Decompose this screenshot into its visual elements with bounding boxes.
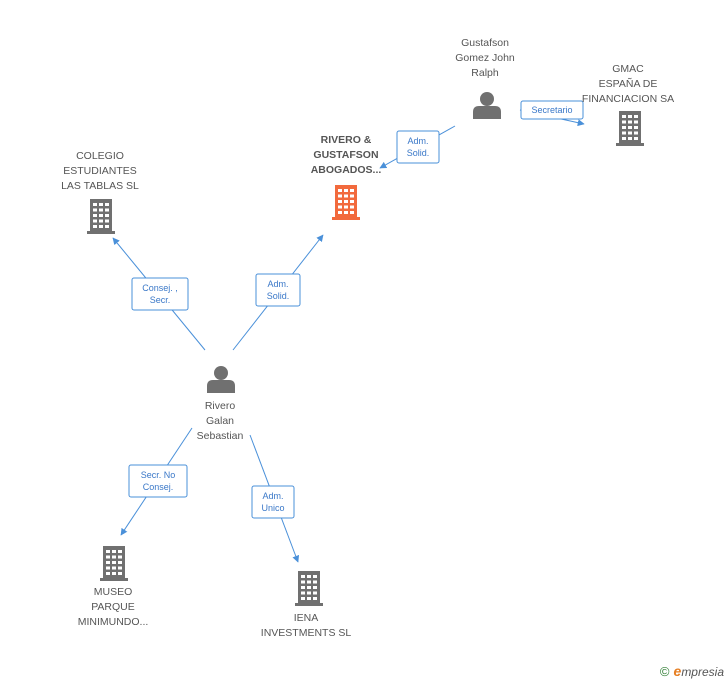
edge-label-text: Adm.: [407, 136, 428, 146]
building-icon[interactable]: [295, 571, 323, 606]
building-icon[interactable]: [87, 199, 115, 234]
edge-label-text: Solid.: [267, 291, 290, 301]
person-icon[interactable]: [473, 92, 501, 119]
node-label: Galan: [206, 415, 234, 427]
node-label: Gomez John: [455, 52, 515, 64]
brand-name: mpresia: [681, 665, 724, 679]
edge-e4: Adm. Solid.: [232, 234, 324, 351]
edge-e6: Adm. Unico: [249, 434, 300, 563]
edge-e3: Consej. , Secr.: [112, 237, 206, 351]
node-label: MINIMUNDO...: [78, 616, 149, 628]
edge-e2: Secretario: [519, 100, 585, 127]
edge-label-text: Secr.: [150, 295, 171, 305]
node-label: Gustafson: [461, 37, 509, 49]
node-label: FINANCIACION SA: [582, 93, 674, 105]
node-label: MUSEO: [94, 586, 133, 598]
node-gmac[interactable]: GMAC ESPAÑA DE FINANCIACION SA: [582, 63, 674, 146]
node-label: Ralph: [471, 67, 499, 79]
edge-label-box[interactable]: [255, 273, 301, 307]
node-label: GUSTAFSON: [313, 149, 378, 161]
edge-label-box[interactable]: [520, 100, 584, 120]
edge-label-text: Consej.: [143, 482, 174, 492]
building-icon[interactable]: [100, 546, 128, 581]
edge-label-box[interactable]: [128, 464, 188, 498]
edge-label-text: Secretario: [531, 105, 572, 115]
node-iena[interactable]: IENA INVESTMENTS SL: [261, 571, 352, 639]
brand-first-letter: e: [673, 663, 682, 679]
nodes-layer: RIVERO & GUSTAFSON ABOGADOS... GustafsonGom…: [61, 37, 674, 639]
node-colegio[interactable]: COLEGIO ESTUDIANTES LAS TABLAS SL: [61, 150, 139, 234]
edge-label-text: Solid.: [407, 148, 430, 158]
node-label: ESPAÑA DE: [599, 77, 658, 90]
edge-e1: Adm. Solid.: [379, 125, 456, 169]
edge-label-text: Consej. ,: [142, 283, 178, 293]
person-icon[interactable]: [207, 366, 235, 393]
node-label: ESTUDIANTES: [63, 165, 137, 177]
node-label: ABOGADOS...: [311, 164, 382, 176]
node-museo[interactable]: MUSEO PARQUE MINIMUNDO...: [78, 546, 149, 628]
node-label: Sebastian: [197, 430, 244, 442]
node-label: GMAC: [612, 63, 644, 75]
edge-label-box[interactable]: [396, 130, 440, 164]
brand-logo: © empresia: [660, 663, 724, 679]
building-icon[interactable]: [332, 185, 360, 220]
edge-e5: Secr. No Consej.: [120, 427, 193, 536]
node-rivero_gustafson[interactable]: RIVERO & GUSTAFSON ABOGADOS...: [311, 134, 382, 220]
node-label: LAS TABLAS SL: [61, 180, 139, 192]
node-label: PARQUE: [91, 601, 135, 613]
copyright-symbol: ©: [659, 663, 670, 679]
edge-label-box[interactable]: [251, 485, 295, 519]
edge-label-text: Adm.: [262, 491, 283, 501]
node-label: IENA: [294, 612, 319, 624]
node-label: INVESTMENTS SL: [261, 627, 352, 639]
node-label: COLEGIO: [76, 150, 124, 162]
node-label: RIVERO &: [321, 134, 372, 146]
node-label: Rivero: [205, 400, 236, 412]
edge-label-text: Unico: [261, 503, 284, 513]
building-icon[interactable]: [616, 111, 644, 146]
edge-label-text: Secr. No: [141, 470, 176, 480]
edge-label-box[interactable]: [131, 277, 189, 311]
edge-label-text: Adm.: [267, 279, 288, 289]
